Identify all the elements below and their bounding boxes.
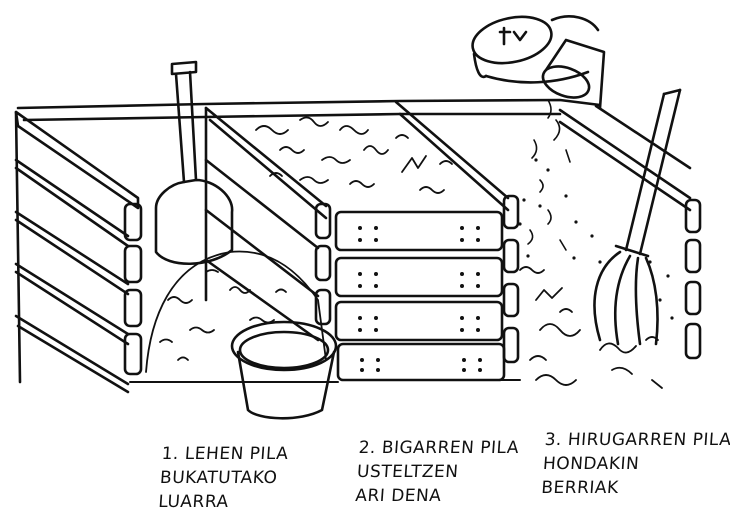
pile-1-title: 1. LEHEN PILA	[161, 442, 289, 466]
pile-3-title: 3. HIRUGARREN PILA	[544, 428, 730, 452]
pile-2-title: 2. BIGARREN PILA	[358, 436, 520, 460]
pile-1-caption: 1. LEHEN PILA BUKATUTAKO LUARRA	[157, 442, 289, 514]
pile-2-desc-line1: USTELTZEN	[356, 460, 518, 484]
pile-3-caption: 3. HIRUGARREN PILA HONDAKIN BERRIAK	[540, 428, 730, 500]
bin-1-frame	[16, 112, 141, 392]
pile-2-caption: 2. BIGARREN PILA USTELTZEN ARI DENA	[354, 436, 519, 508]
pouring-bucket-icon	[468, 10, 604, 108]
pile-2-desc-line2: ARI DENA	[354, 484, 516, 508]
pile-3-desc-line2: BERRIAK	[540, 476, 728, 500]
bucket-icon	[232, 322, 336, 418]
pitchfork-icon	[594, 90, 680, 344]
shovel-icon	[156, 62, 232, 264]
pile-1-desc-line1: BUKATUTAKO	[159, 466, 287, 490]
pile-1-desc-line2: LUARRA	[157, 490, 285, 514]
new-waste-pile	[520, 267, 662, 388]
pile-3-desc-line1: HONDAKIN	[542, 452, 730, 476]
